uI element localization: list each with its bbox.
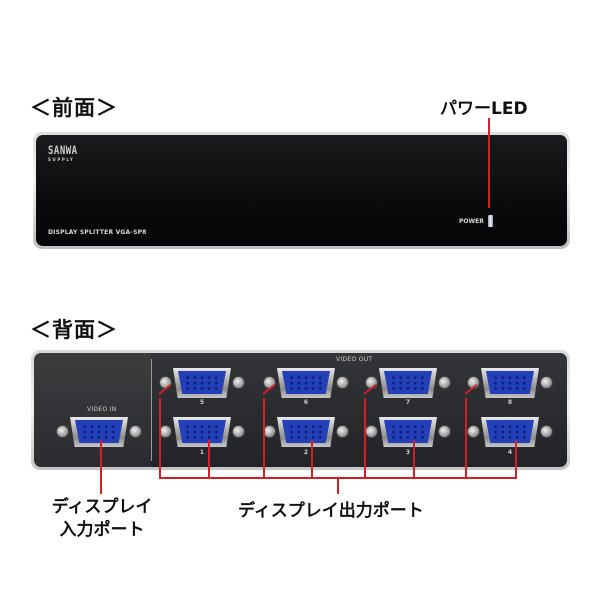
connector-pins (390, 424, 426, 440)
output-line-7 (364, 398, 366, 478)
output-line-4 (515, 440, 517, 478)
port-number-3: 3 (405, 449, 411, 456)
power-label: POWER (459, 218, 484, 225)
port-number-6: 6 (303, 399, 309, 406)
input-port-callout-line1: ディスプレイ (51, 497, 153, 517)
screw-icon (336, 376, 349, 389)
port-number-2: 2 (303, 449, 309, 456)
screw-icon (56, 425, 69, 438)
screw-icon (129, 425, 142, 438)
screw-icon (232, 425, 245, 438)
vga-output-port-6[interactable] (263, 368, 349, 398)
front-face: SANWA SUPPLY DISPLAY SPLITTER VGA-SP8 PO… (36, 135, 567, 246)
port-number-1: 1 (199, 449, 205, 456)
connector-pins (492, 375, 528, 391)
brand-logo: SANWA (48, 145, 78, 158)
port-number-8: 8 (507, 399, 513, 406)
connector-pins (288, 375, 324, 391)
connector-pins (184, 375, 220, 391)
screw-icon (232, 376, 245, 389)
output-line-2 (311, 440, 313, 478)
input-callout-line (100, 440, 102, 494)
power-led-callout-line-overlay (488, 118, 490, 208)
output-line-1 (208, 440, 210, 478)
screw-icon (438, 425, 451, 438)
output-line-3 (413, 440, 415, 478)
front-panel: SANWA SUPPLY DISPLAY SPLITTER VGA-SP8 PO… (33, 132, 570, 249)
screw-icon (438, 376, 451, 389)
section-divider (151, 359, 152, 461)
input-section (34, 353, 151, 467)
vga-output-port-1[interactable] (159, 417, 245, 447)
vga-output-port-2[interactable] (263, 417, 349, 447)
connector-pins (390, 375, 426, 391)
port-number-7: 7 (405, 399, 411, 406)
output-line-6 (263, 398, 265, 478)
port-number-5: 5 (199, 399, 205, 406)
brand-sub: SUPPLY (48, 157, 75, 162)
vga-output-port-3[interactable] (365, 417, 451, 447)
output-line-8 (465, 398, 467, 478)
output-callout-line (337, 477, 339, 494)
port-number-4: 4 (507, 449, 513, 456)
model-text: DISPLAY SPLITTER VGA-SP8 (48, 229, 147, 236)
vga-output-port-7[interactable] (365, 368, 451, 398)
output-line-5 (159, 398, 161, 478)
front-heading: ＜前面＞ (30, 96, 118, 120)
video-in-label: VIDEO IN (87, 406, 117, 413)
screw-icon (540, 376, 553, 389)
connector-pins (184, 424, 220, 440)
connector-pins (288, 424, 324, 440)
connector-pins (492, 424, 528, 440)
video-out-label: VIDEO OUT (336, 356, 373, 363)
vga-input-port[interactable] (56, 417, 142, 447)
screw-icon (336, 425, 349, 438)
vga-output-port-8[interactable] (467, 368, 553, 398)
vga-output-port-5[interactable] (159, 368, 245, 398)
vga-output-port-4[interactable] (467, 417, 553, 447)
rear-heading: ＜背面＞ (30, 318, 118, 342)
power-led-icon (488, 215, 493, 227)
input-port-callout: ディスプレイ 入力ポート (40, 496, 164, 542)
screw-icon (467, 425, 480, 438)
power-led-callout: パワーLED (440, 99, 528, 119)
screw-icon (540, 425, 553, 438)
connector-pins (81, 424, 117, 440)
screw-icon (365, 425, 378, 438)
rear-face: VIDEO IN VIDEO OUT 5 6 7 8 (34, 353, 567, 467)
input-port-callout-line2: 入力ポート (59, 520, 145, 540)
output-ports-callout: ディスプレイ出力ポート (238, 501, 424, 521)
rear-panel: VIDEO IN VIDEO OUT 5 6 7 8 (31, 350, 570, 470)
